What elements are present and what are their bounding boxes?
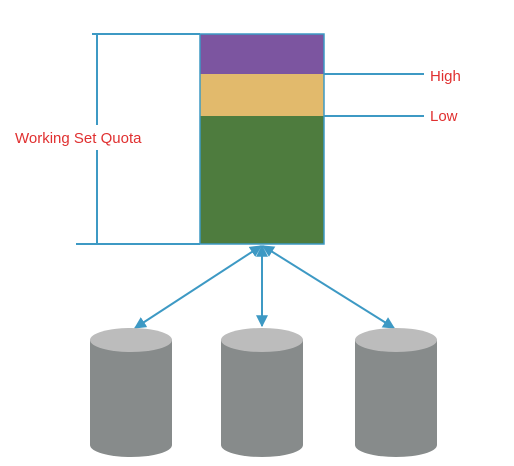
disk-1 <box>90 328 172 457</box>
quota-segment-top <box>200 34 324 74</box>
arrows <box>133 244 396 329</box>
quota-bar-outline <box>199 33 325 245</box>
arrow-right <box>261 245 396 329</box>
quota-bracket <box>76 33 200 245</box>
quota-bar <box>199 33 325 245</box>
disk-top <box>90 328 172 352</box>
disk-body <box>355 340 437 457</box>
disk-top <box>221 328 303 352</box>
disk-body <box>221 340 303 457</box>
working-set-quota-label: Working Set Quota <box>15 130 142 147</box>
quota-segment-middle <box>200 74 324 116</box>
disk-2 <box>221 328 303 457</box>
high-threshold-label: High <box>430 68 461 85</box>
arrow-left <box>133 245 263 329</box>
disk-3 <box>355 328 437 457</box>
disk-body <box>90 340 172 457</box>
low-threshold-label: Low <box>430 108 458 125</box>
quota-segment-bottom <box>200 116 324 244</box>
disk-top <box>355 328 437 352</box>
